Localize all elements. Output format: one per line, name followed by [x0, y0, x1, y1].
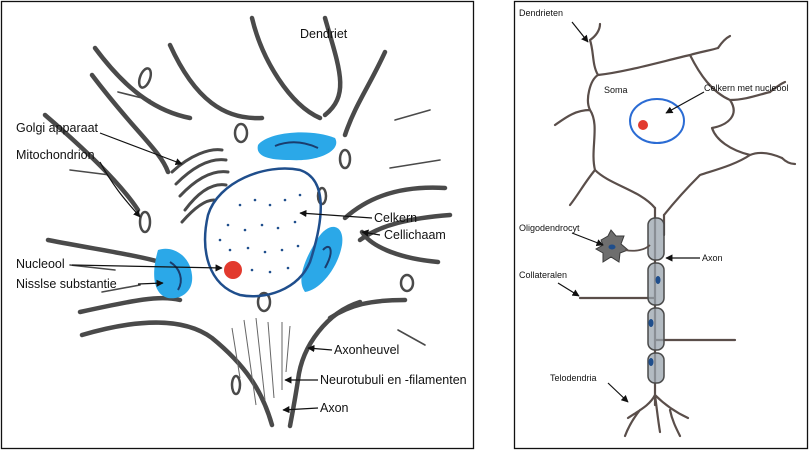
right-label-pointers [557, 21, 705, 403]
nucleolus [224, 261, 242, 279]
label-mitochondrion: Mitochondrion [16, 148, 95, 162]
label-nucleolus: Nucleool [16, 257, 65, 271]
label-pointers [71, 132, 381, 414]
label-nucleus: Celkern [374, 211, 417, 225]
soma-dendrites [553, 22, 797, 217]
label-golgi: Golgi apparaat [16, 121, 99, 135]
thin-strokes [69, 91, 441, 346]
label-axon: Axon [320, 401, 349, 415]
golgi-apparatus [170, 148, 230, 224]
label-axon-right: Axon [702, 253, 723, 263]
label-cell-body: Cellichaam [384, 228, 446, 242]
label-dendrites: Dendrieten [519, 8, 563, 18]
label-collaterals: Collateralen [519, 270, 567, 280]
nucleus [203, 167, 322, 298]
label-axon-hillock: Axonheuvel [334, 343, 399, 357]
neurotubuli-lines [231, 317, 291, 406]
cell-outline [42, 15, 453, 429]
soma-nucleus [629, 98, 685, 144]
right-panel: Dendrieten Soma Celkern met nucleool Oli… [513, 0, 809, 450]
label-nucleus-nucleolus: Celkern met nucleool [704, 83, 789, 93]
myelin-sheath [647, 217, 665, 384]
oligodendrocyte [594, 229, 651, 263]
label-dendrite: Dendriet [300, 27, 348, 41]
label-neurotubuli: Neurotubuli en -filamenten [320, 373, 467, 387]
left-panel: Dendriet Golgi apparaat Mitochondrion Ce… [0, 0, 475, 450]
label-oligodendrocyte: Oligodendrocyt [519, 223, 580, 233]
label-telodendria: Telodendria [550, 373, 597, 383]
mitochondria [137, 67, 415, 396]
label-nissl: Nisslse substantie [16, 277, 117, 291]
chromatin-dots [218, 193, 302, 274]
label-soma: Soma [604, 85, 628, 95]
schwann-nuclei [648, 276, 661, 366]
